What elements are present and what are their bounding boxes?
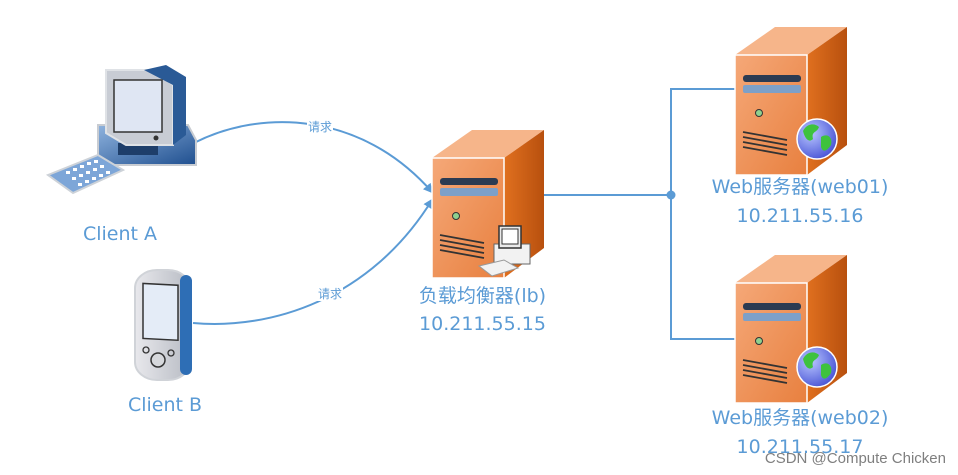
client-b-label: Client B	[127, 394, 203, 416]
edge-label-client-b: 请求	[317, 287, 344, 301]
lb-ip: 10.211.55.15	[419, 313, 546, 335]
edge-label-client-a: 请求	[307, 120, 334, 134]
globe-icon	[796, 118, 838, 160]
web01-ip: 10.211.55.16	[736, 205, 864, 227]
web02-label: Web服务器(web02)	[711, 407, 889, 429]
web-server-icon-web02	[734, 255, 847, 404]
web01-label: Web服务器(web01)	[711, 176, 889, 198]
pda-device-icon	[134, 269, 192, 381]
server-with-workstation-icon	[431, 130, 544, 279]
edge-client-b-to-lb	[192, 198, 434, 325]
web02-ip: 10.211.55.17	[736, 436, 864, 458]
desktop-computer-icon	[45, 65, 197, 195]
client-a-label: Client A	[82, 223, 158, 245]
edge-lb-to-webs	[542, 84, 746, 344]
watermark: CSDN @Compute Chicken	[764, 450, 946, 467]
globe-icon	[796, 346, 838, 388]
junction-point	[666, 190, 676, 200]
lb-label: 负载均衡器(lb)	[418, 285, 547, 307]
web-server-icon-web01	[734, 27, 847, 176]
